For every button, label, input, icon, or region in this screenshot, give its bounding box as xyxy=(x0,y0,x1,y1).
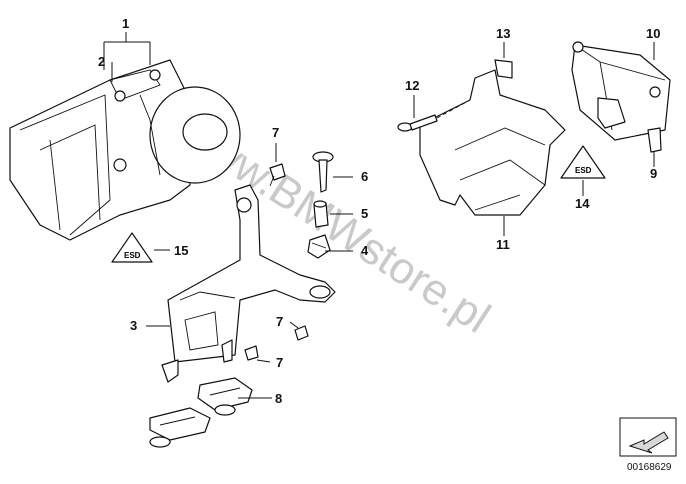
callout-14: 14 xyxy=(575,196,590,211)
screw-part-9[interactable] xyxy=(647,127,662,153)
callout-6: 6 xyxy=(361,169,368,184)
control-unit-bracket[interactable] xyxy=(419,69,566,216)
callout-5: 5 xyxy=(361,206,368,221)
rubber-mounts[interactable] xyxy=(149,377,253,448)
callout-7-mid: 7 xyxy=(276,314,283,329)
control-unit-warning-label[interactable]: ESD xyxy=(560,145,606,179)
callout-11: 11 xyxy=(496,237,510,252)
bolt-part-4[interactable] xyxy=(307,234,331,259)
screw-part-7-low[interactable] xyxy=(244,345,259,361)
callout-13: 13 xyxy=(496,26,510,41)
callout-12: 12 xyxy=(405,78,419,93)
callout-8: 8 xyxy=(275,391,282,406)
leader-lines xyxy=(103,32,655,399)
abs-bracket[interactable] xyxy=(161,184,336,383)
next-diagram-arrow-icon[interactable] xyxy=(619,417,677,457)
callout-15: 15 xyxy=(174,243,188,258)
callout-7-top: 7 xyxy=(272,125,279,140)
callout-9: 9 xyxy=(650,166,657,181)
clip-nut-part-13[interactable] xyxy=(494,59,513,79)
callout-2: 2 xyxy=(98,54,105,69)
document-number: 00168629 xyxy=(627,462,672,473)
callout-3: 3 xyxy=(130,318,137,333)
callout-labels: 1 2 3 4 5 6 7 7 7 8 9 10 11 12 13 14 15 xyxy=(98,16,660,406)
screw-part-7-mid[interactable] xyxy=(294,325,309,341)
screw-part-7-top[interactable] xyxy=(269,163,286,187)
svg-text:ESD: ESD xyxy=(124,251,141,260)
abs-warning-label[interactable]: ESD xyxy=(111,232,153,263)
svg-text:ESD: ESD xyxy=(575,166,592,175)
sleeve-part-5[interactable] xyxy=(313,200,329,228)
callout-10: 10 xyxy=(646,26,660,41)
screw-part-6[interactable] xyxy=(312,151,334,193)
screw-part-12[interactable] xyxy=(397,114,438,132)
callout-1: 1 xyxy=(122,16,129,31)
callout-7-low: 7 xyxy=(276,355,283,370)
callout-4: 4 xyxy=(361,243,369,258)
abs-hydraulic-unit[interactable] xyxy=(9,59,241,241)
control-unit[interactable] xyxy=(571,41,671,141)
